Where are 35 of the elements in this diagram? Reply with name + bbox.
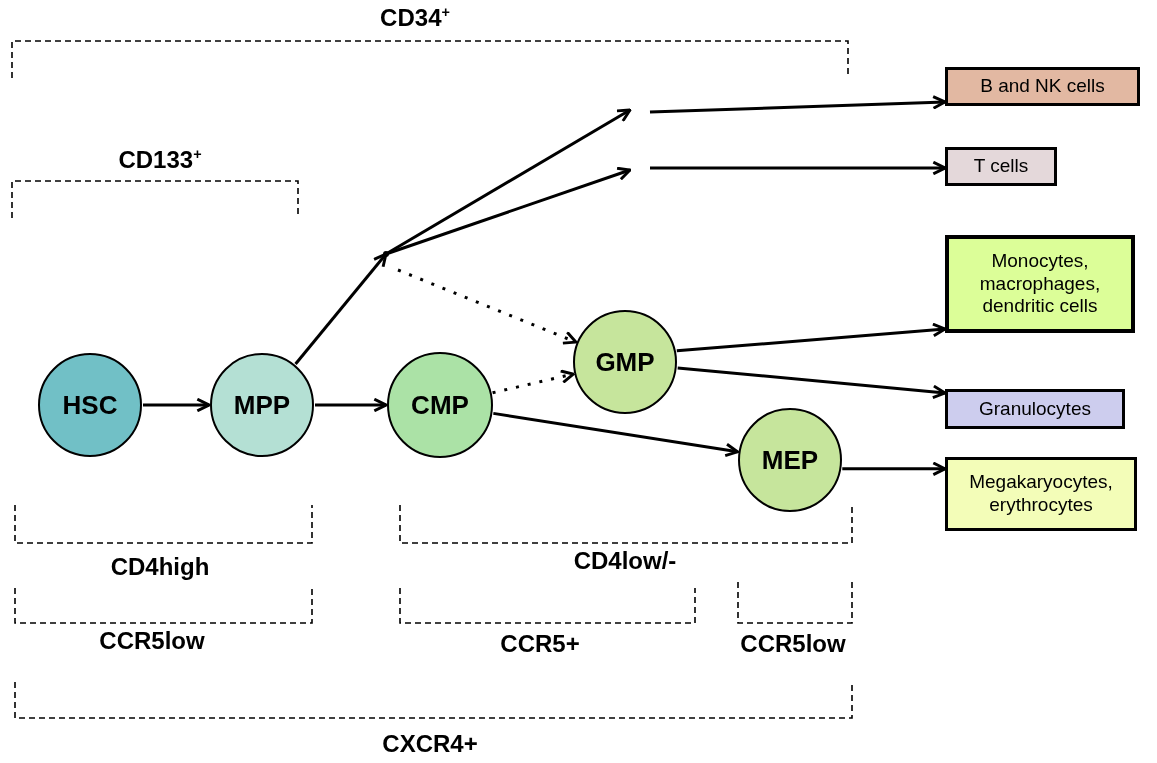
arrow xyxy=(677,366,947,400)
arrow xyxy=(315,397,388,413)
node-label: Monocytes, macrophages, dendritic cells xyxy=(978,249,1102,319)
marker-label: CCR5+ xyxy=(500,630,580,658)
arrow xyxy=(294,252,388,365)
marker-label: CCR5low xyxy=(740,630,846,658)
arrow xyxy=(650,160,947,176)
branch-point xyxy=(383,251,389,257)
arrow xyxy=(842,461,947,477)
arrow xyxy=(493,411,740,458)
node-label: HSC xyxy=(62,389,118,421)
node-label: MEP xyxy=(761,444,819,476)
node-label: GMP xyxy=(595,346,655,378)
marker-label: CCR5low xyxy=(99,627,205,655)
marker-label: CXCR4+ xyxy=(382,730,478,758)
marker-label: CD4low/- xyxy=(573,547,677,575)
cell-type-box xyxy=(945,67,1140,106)
node-label: B and NK cells xyxy=(980,75,1105,98)
node-label: Megakaryocytes, erythrocytes xyxy=(968,471,1114,517)
marker-label: CD4high xyxy=(110,553,210,581)
cell-type-box xyxy=(945,389,1125,429)
node-label: CMP xyxy=(411,389,469,421)
node-label: T cells xyxy=(973,155,1029,178)
marker-label: CD34$^{+}$ xyxy=(380,4,450,32)
marker-label: CD133$^{+}$ xyxy=(118,146,202,174)
cell-type-box xyxy=(945,147,1057,186)
arrow xyxy=(649,95,947,114)
dotted-arrow xyxy=(492,369,575,395)
node-label: Granulocytes xyxy=(979,397,1091,421)
arrow xyxy=(676,322,947,353)
node-label: MPP xyxy=(233,389,291,421)
dotted-arrow xyxy=(397,268,578,345)
cell-type-box xyxy=(945,457,1137,531)
cell-type-box xyxy=(945,235,1135,333)
arrow xyxy=(143,397,211,413)
